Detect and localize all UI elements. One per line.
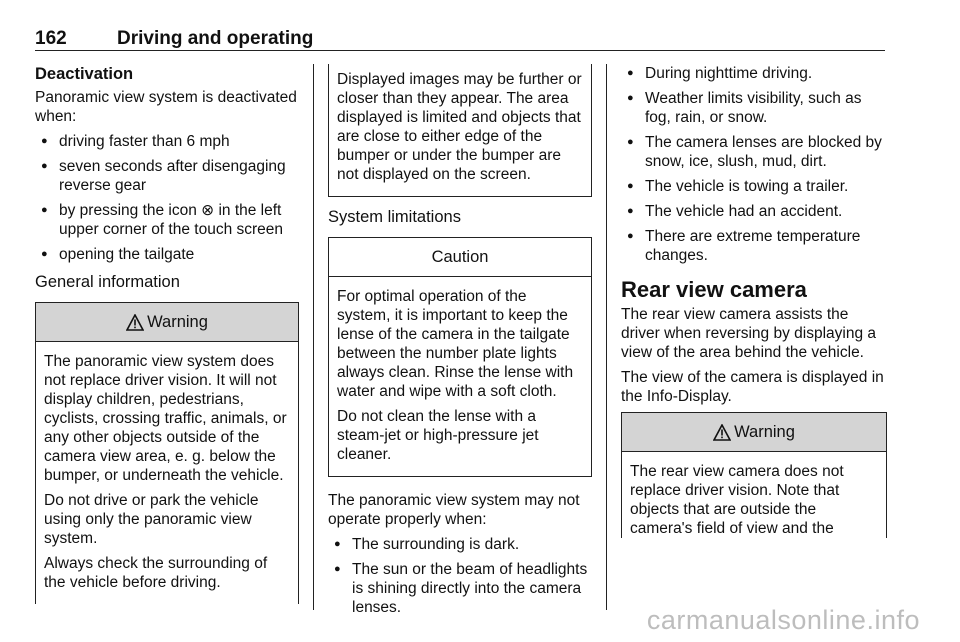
list-item: The camera lenses are blocked by snow, i… [621,133,887,171]
column-divider [313,64,314,610]
warning-box-continued: Displayed images may be further or close… [328,64,592,197]
list-item: The sun or the beam of headlights is shi… [328,560,592,617]
limitations-list-continued: During nighttime driving. Weather limits… [621,64,887,265]
warning-box-body: The panoramic view system does not repla… [36,342,298,604]
list-item: The vehicle had an accident. [621,202,887,221]
warning-paragraph: The panoramic view system does not repla… [44,353,287,484]
warning-box-continued-body: Displayed images may be further or close… [329,64,591,196]
list-item: During nighttime driving. [621,64,887,83]
warning-box-header: Warning [622,413,886,452]
warning-box-header: Warning [36,303,298,342]
rear-camera-paragraph: The view of the camera is displayed in t… [621,369,884,405]
caution-paragraph: Do not clean the lense with a steam-jet … [337,408,539,463]
general-information-heading: General information [35,273,180,291]
warning-triangle-icon [126,313,145,331]
warning-paragraph: Always check the surrounding of the vehi… [44,555,268,591]
list-item: Weather limits visibility, such as fog, … [621,89,887,127]
deactivation-list: driving faster than 6 mph seven seconds … [35,132,299,264]
rear-camera-paragraph: The rear view camera assists the driver … [621,306,877,361]
list-item: opening the tailgate [35,245,299,264]
warning-box: Warning The panoramic view system does n… [35,302,299,604]
caution-box-body: For optimal operation of the system, it … [329,277,591,476]
list-item: seven seconds after disengaging reverse … [35,157,299,195]
deactivation-heading: Deactivation [35,65,134,83]
rear-view-camera-heading: Rear view camera [621,277,807,302]
column-middle: Displayed images may be further or close… [328,64,592,625]
list-item: The surrounding is dark. [328,535,592,554]
list-item: by pressing the icon ⊗ in the left upper… [35,201,299,239]
warning-title: Warning [147,312,208,331]
warning-title: Warning [734,422,795,441]
page-number: 162 [35,28,67,49]
caution-paragraph: For optimal operation of the system, it … [337,288,574,400]
caution-box-header: Caution [329,238,591,277]
page-header: 162 Driving and operating [35,28,885,51]
caution-box: Caution For optimal operation of the sys… [328,237,592,477]
list-item: driving faster than 6 mph [35,132,299,151]
column-divider [606,64,607,610]
column-right: During nighttime driving. Weather limits… [621,64,887,538]
warning-box: Warning The rear view camera does not re… [621,412,887,538]
list-item: There are extreme temperature changes. [621,227,887,265]
section-title: Driving and operating [117,28,314,49]
warning-continued-text: Displayed images may be further or close… [337,71,582,183]
limitations-intro: The panoramic view system may not operat… [328,492,580,528]
list-item: The vehicle is towing a trailer. [621,177,887,196]
caution-title: Caution [431,247,489,266]
limitations-list: The surrounding is dark. The sun or the … [328,535,592,617]
warning-paragraph: The rear view camera does not replace dr… [630,463,844,537]
system-limitations-heading: System limitations [328,208,461,226]
column-left: Deactivation Panoramic view system is de… [35,64,299,604]
warning-triangle-icon [713,423,732,441]
deactivation-intro: Panoramic view system is deactivated whe… [35,89,297,125]
warning-box-body: The rear view camera does not replace dr… [622,452,886,538]
warning-paragraph: Do not drive or park the vehicle using o… [44,492,259,547]
watermark: carmanualsonline.info [646,605,920,635]
